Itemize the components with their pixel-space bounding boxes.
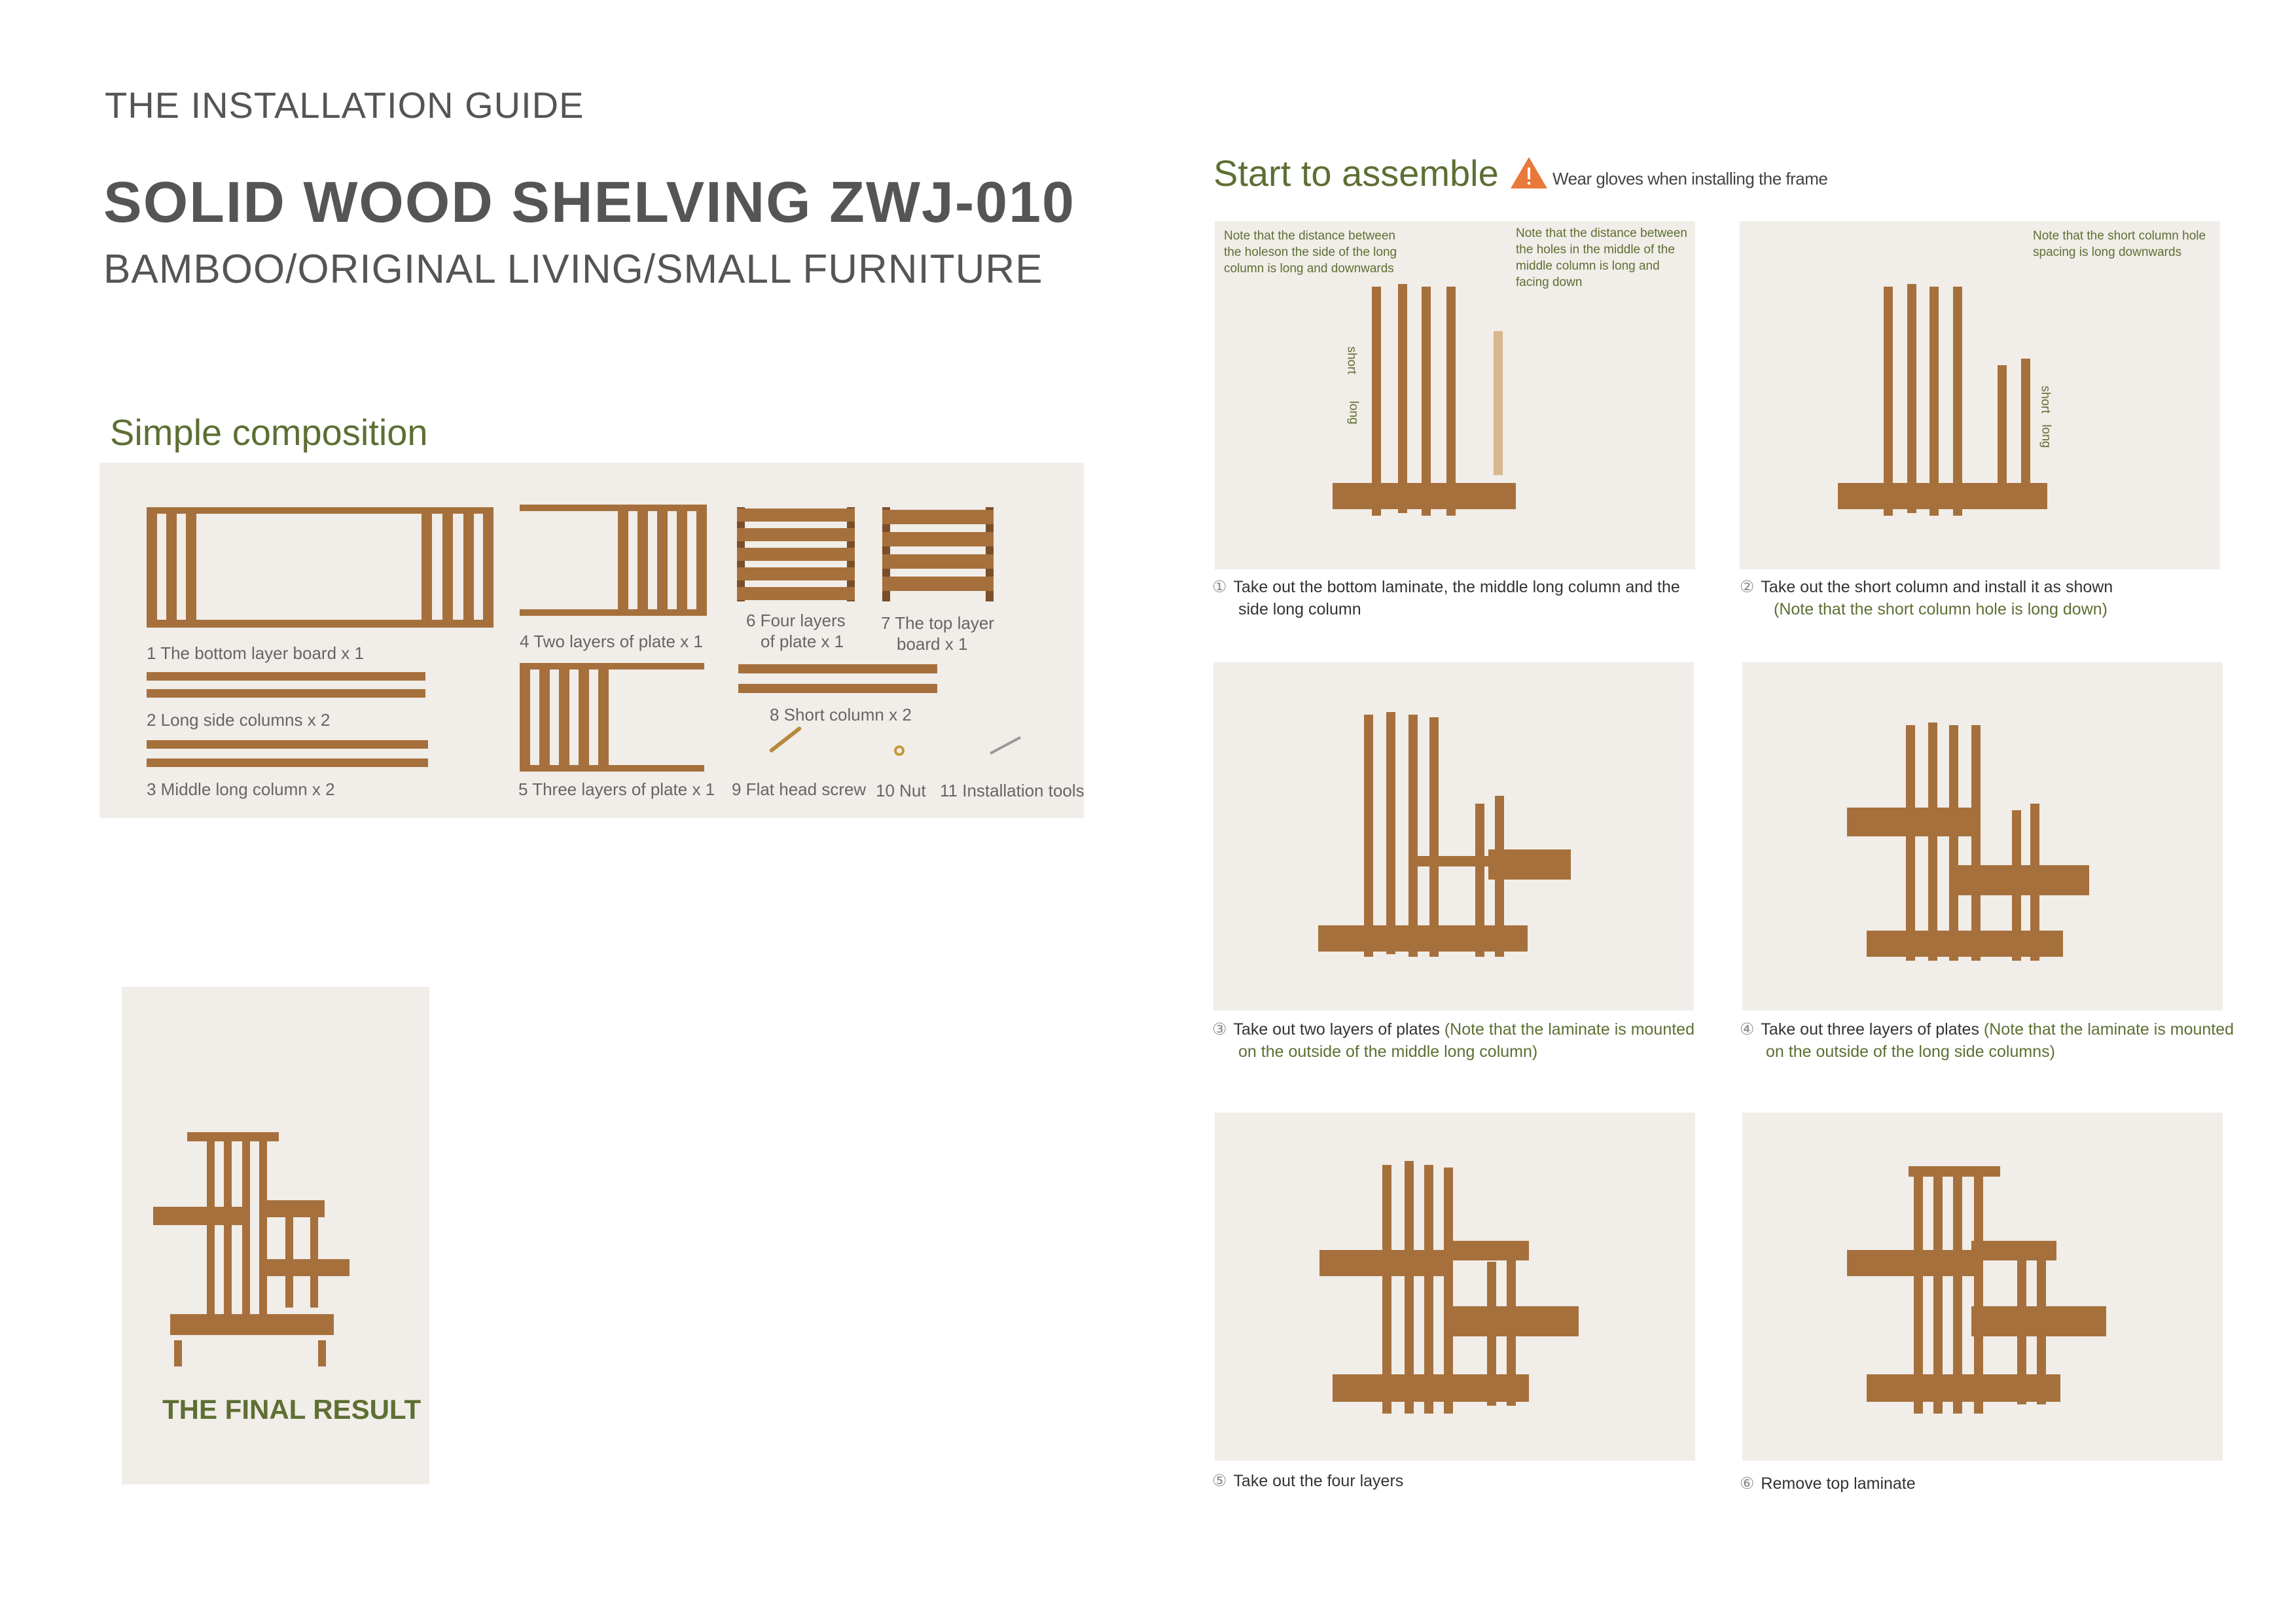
step-6-image [1742, 1113, 2223, 1461]
part-top-board-image [882, 507, 994, 601]
step-3-illustration [1318, 712, 1571, 957]
part-middle-long-column [147, 740, 428, 749]
part-label-3: 3 Middle long column x 2 [147, 779, 335, 799]
part-two-layers-plate-image [520, 505, 707, 617]
final-shelf-illustration [153, 1132, 350, 1366]
composition-panel: 1 The bottom layer board x 1 2 Long side… [99, 463, 1085, 818]
part-short-column [738, 684, 937, 693]
part-label-4: 4 Two layers of plate x 1 [520, 632, 703, 651]
part-four-layers-plate-image [737, 507, 855, 601]
nut-icon [894, 745, 905, 756]
screw-icon [768, 726, 802, 753]
part-bottom-board-image [147, 507, 493, 632]
part-label-5: 5 Three layers of plate x 1 [518, 779, 715, 799]
part-three-layers-plate-image [520, 663, 704, 773]
part-long-side-column [147, 689, 425, 698]
warning-icon [1511, 157, 1547, 188]
step-3-image [1213, 662, 1694, 1010]
hex-key-icon [990, 736, 1021, 755]
step-1-illustration [1333, 284, 1516, 516]
product-title: SOLID WOOD SHELVING ZWJ-010 [103, 169, 1075, 234]
step-4-image [1742, 662, 2223, 1010]
part-label-9: 9 Flat head screw [732, 779, 867, 799]
warning-text: Wear gloves when installing the frame [1552, 169, 1828, 188]
part-label-11: 11 Installation tools [940, 781, 1085, 800]
part-label-1: 1 The bottom layer board x 1 [147, 643, 364, 663]
guide-label: THE INSTALLATION GUIDE [105, 84, 584, 126]
part-label-6b: of plate x 1 [761, 632, 844, 651]
part-label-6: 6 Four layers [746, 611, 846, 630]
product-subtitle: BAMBOO/ORIGINAL LIVING/SMALL FURNITURE [103, 247, 1043, 292]
final-result-panel: THE FINAL RESULT [122, 987, 429, 1484]
part-label-10: 10 Nut [876, 781, 926, 800]
assembly-title: Start to assemble [1213, 152, 1499, 194]
step-2-long-mark: long [2039, 424, 2053, 448]
part-short-column [738, 664, 937, 673]
step-4-illustration [1847, 722, 2089, 961]
part-label-7: 7 The top layer [881, 613, 994, 633]
part-label-8: 8 Short column x 2 [770, 705, 912, 724]
final-result-label: THE FINAL RESULT [162, 1394, 422, 1425]
part-middle-long-column [147, 758, 428, 767]
part-label-2: 2 Long side columns x 2 [147, 710, 331, 730]
step-2-short-mark: short [2038, 385, 2053, 414]
step-5-image [1215, 1113, 1695, 1461]
part-label-7b: board x 1 [897, 634, 968, 654]
step-5-illustration [1319, 1161, 1579, 1414]
step-1-long-mark: long [1346, 401, 1361, 425]
step-1-short-mark: short [1344, 346, 1359, 374]
step-6-illustration [1847, 1166, 2106, 1414]
step-2-illustration [1838, 284, 2047, 516]
composition-title: Simple composition [110, 412, 428, 453]
part-long-side-column [147, 672, 425, 681]
